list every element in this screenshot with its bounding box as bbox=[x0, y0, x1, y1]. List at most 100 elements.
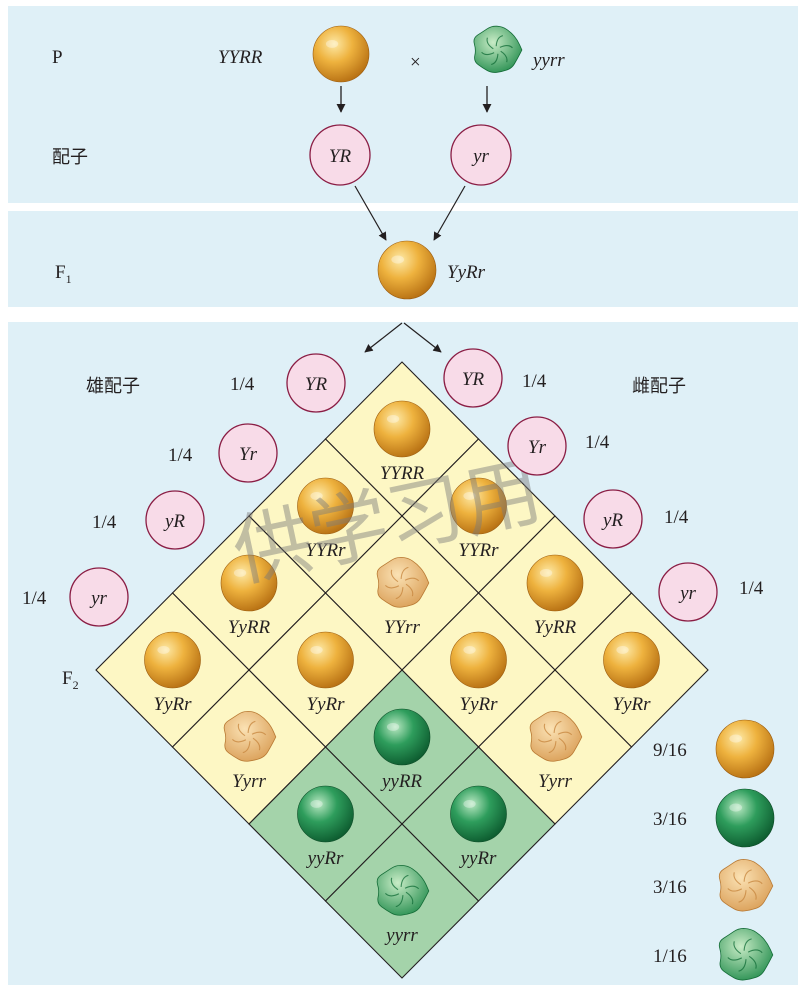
male-gamete: 1/4 yr bbox=[22, 567, 129, 627]
cell-genotype: YYRR bbox=[380, 463, 425, 484]
female-gamete: yR 1/4 bbox=[583, 489, 689, 549]
pea-yellow-wrinkled-icon bbox=[376, 556, 430, 608]
female-gamete-freq: 1/4 bbox=[585, 432, 610, 453]
male-gamete-freq: 1/4 bbox=[22, 588, 47, 609]
legend-item: 3/16 bbox=[653, 859, 774, 912]
cell-genotype: YYrr bbox=[384, 617, 421, 638]
pea-green-round-icon bbox=[450, 785, 507, 843]
male-gamete-circle bbox=[286, 353, 346, 413]
female-gamete-circle bbox=[507, 416, 567, 476]
female-gamete-freq: 1/4 bbox=[739, 578, 764, 599]
parent-right-genotype: yyrr bbox=[531, 50, 565, 71]
gamete-right-label: yr bbox=[471, 146, 489, 167]
pea-green-wrinkled-icon bbox=[376, 864, 430, 916]
male-gamete-freq: 1/4 bbox=[230, 374, 255, 395]
cell-genotype: YyRR bbox=[534, 617, 577, 638]
pea-yellow-round-icon bbox=[603, 631, 660, 689]
pea-green-wrinkled-icon bbox=[473, 25, 523, 73]
male-gamete-circle bbox=[69, 567, 129, 627]
pea-yellow-round-icon bbox=[220, 554, 278, 612]
pea-yellow-wrinkled-icon bbox=[718, 859, 774, 912]
male-gamete-freq: 1/4 bbox=[92, 512, 117, 533]
f2-label: F2 bbox=[62, 668, 79, 692]
pea-green-round-icon bbox=[715, 788, 775, 848]
legend-item: 9/16 bbox=[653, 719, 775, 779]
male-gamete: 1/4 yR bbox=[92, 490, 205, 550]
cross-symbol: × bbox=[410, 52, 421, 73]
parents-panel bbox=[8, 6, 798, 203]
cell-genotype: YyRr bbox=[460, 694, 499, 715]
male-gamete: 1/4 Yr bbox=[168, 423, 278, 483]
f1-label: F1 bbox=[55, 262, 72, 286]
cell-genotype: yyRr bbox=[459, 848, 497, 869]
female-gamete-freq: 1/4 bbox=[522, 371, 547, 392]
cell-genotype: Yyrr bbox=[232, 771, 266, 792]
gamete-left-label: YR bbox=[329, 146, 352, 167]
gamete-left-circle bbox=[309, 124, 371, 186]
female-gamete-name: Yr bbox=[528, 437, 547, 458]
legend-item: 3/16 bbox=[653, 788, 775, 848]
legend-ratio: 9/16 bbox=[653, 740, 687, 761]
pea-yellow-round-icon bbox=[373, 400, 431, 458]
pea-yellow-round-icon bbox=[450, 631, 507, 689]
p-generation-label: P bbox=[52, 47, 63, 68]
male-gamete-circle bbox=[218, 423, 278, 483]
punnett-grid: YYRRYYRrYyRRYyRrYYRrYYrrYyRrYyrrYyRRYyRr… bbox=[95, 361, 709, 979]
pea-green-round-icon bbox=[297, 785, 354, 843]
cell-genotype: yyRr bbox=[306, 848, 344, 869]
female-gamete: YR 1/4 bbox=[443, 348, 547, 408]
cell-genotype: Yyrr bbox=[538, 771, 572, 792]
cell-genotype: YYRr bbox=[305, 540, 346, 561]
cell-genotype: yyrr bbox=[384, 925, 418, 946]
legend-item: 1/16 bbox=[653, 928, 774, 981]
female-gamete-name: yr bbox=[678, 583, 696, 604]
arrow-f2-female bbox=[403, 322, 442, 353]
arrow-gamete-right bbox=[433, 185, 466, 241]
punnett-cell: yyrr bbox=[324, 823, 480, 979]
arrow-gamete-left bbox=[354, 185, 387, 241]
female-gamete-circle bbox=[583, 489, 643, 549]
male-gamete-label: 雄配子 bbox=[86, 376, 140, 397]
cell-genotype: YyRR bbox=[228, 617, 271, 638]
parent-left-genotype: YYRR bbox=[218, 47, 263, 68]
female-gamete-circle bbox=[658, 562, 718, 622]
pea-yellow-round-icon bbox=[144, 631, 201, 689]
pea-yellow-round-icon bbox=[715, 719, 775, 779]
phenotype-legend: 9/16 3/16 3/16 1/16 bbox=[653, 719, 775, 981]
cell-genotype: YyRr bbox=[613, 694, 652, 715]
female-gamete: Yr 1/4 bbox=[507, 416, 610, 476]
legend-ratio: 3/16 bbox=[653, 877, 687, 898]
pea-yellow-wrinkled-icon bbox=[223, 710, 277, 762]
male-gamete-freq: 1/4 bbox=[168, 445, 193, 466]
f1-genotype: YyRr bbox=[447, 262, 486, 283]
pea-yellow-round-icon bbox=[312, 25, 370, 83]
female-gamete-name: YR bbox=[462, 369, 485, 390]
female-gamete-name: yR bbox=[601, 510, 623, 531]
female-gamete-freq: 1/4 bbox=[664, 507, 689, 528]
pea-green-wrinkled-icon bbox=[718, 928, 774, 981]
female-gamete-circle bbox=[443, 348, 503, 408]
female-gamete-label: 雌配子 bbox=[632, 376, 686, 397]
pea-green-round-icon bbox=[373, 708, 431, 766]
pea-yellow-wrinkled-icon bbox=[529, 710, 583, 762]
pea-yellow-round-icon bbox=[297, 477, 354, 535]
pea-yellow-round-icon bbox=[526, 554, 584, 612]
legend-ratio: 1/16 bbox=[653, 946, 687, 967]
pea-yellow-round-icon bbox=[297, 631, 354, 689]
arrow-f2-male bbox=[364, 322, 403, 353]
legend-ratio: 3/16 bbox=[653, 809, 687, 830]
cell-genotype: yyRR bbox=[380, 771, 422, 792]
male-gamete-name: yR bbox=[163, 511, 185, 532]
male-gamete-name: Yr bbox=[239, 444, 258, 465]
gamete-label: 配子 bbox=[52, 147, 88, 168]
female-gamete: yr 1/4 bbox=[658, 562, 764, 622]
cell-genotype: YyRr bbox=[307, 694, 346, 715]
pea-yellow-round-icon bbox=[450, 477, 507, 535]
male-gamete-circle bbox=[145, 490, 205, 550]
gamete-right-circle bbox=[450, 124, 512, 186]
cell-genotype: YyRr bbox=[154, 694, 193, 715]
male-gamete-name: yr bbox=[89, 588, 107, 609]
